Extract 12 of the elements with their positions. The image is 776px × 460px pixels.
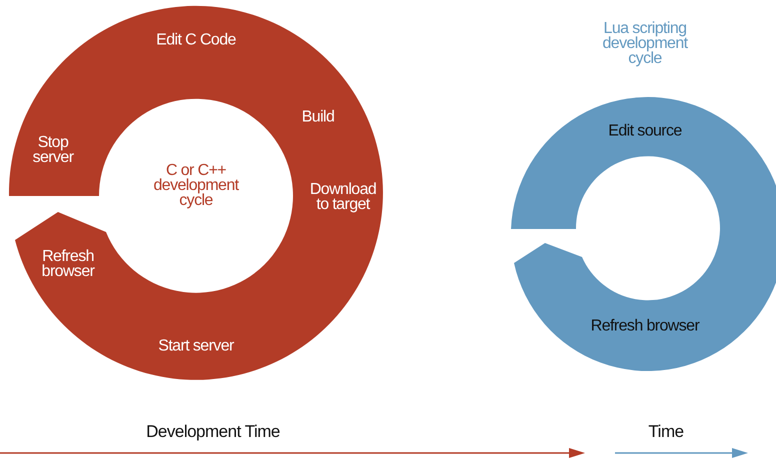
axis-label: Development Time bbox=[146, 422, 280, 442]
cycle-title: Lua scripting development cycle bbox=[601, 21, 689, 67]
step-label: Download to target bbox=[308, 182, 378, 212]
step-label: Stop server bbox=[32, 134, 75, 166]
step-label: Edit C Code bbox=[156, 32, 236, 48]
axis-label: Time bbox=[648, 422, 684, 442]
step-label: Start server bbox=[158, 338, 234, 354]
step-label: Build bbox=[302, 109, 334, 125]
cycle-title: C or C++ development cycle bbox=[152, 163, 240, 209]
step-label: Edit source bbox=[608, 123, 682, 139]
step-label: Refresh browser bbox=[40, 248, 96, 280]
step-label: Refresh browser bbox=[590, 318, 700, 334]
